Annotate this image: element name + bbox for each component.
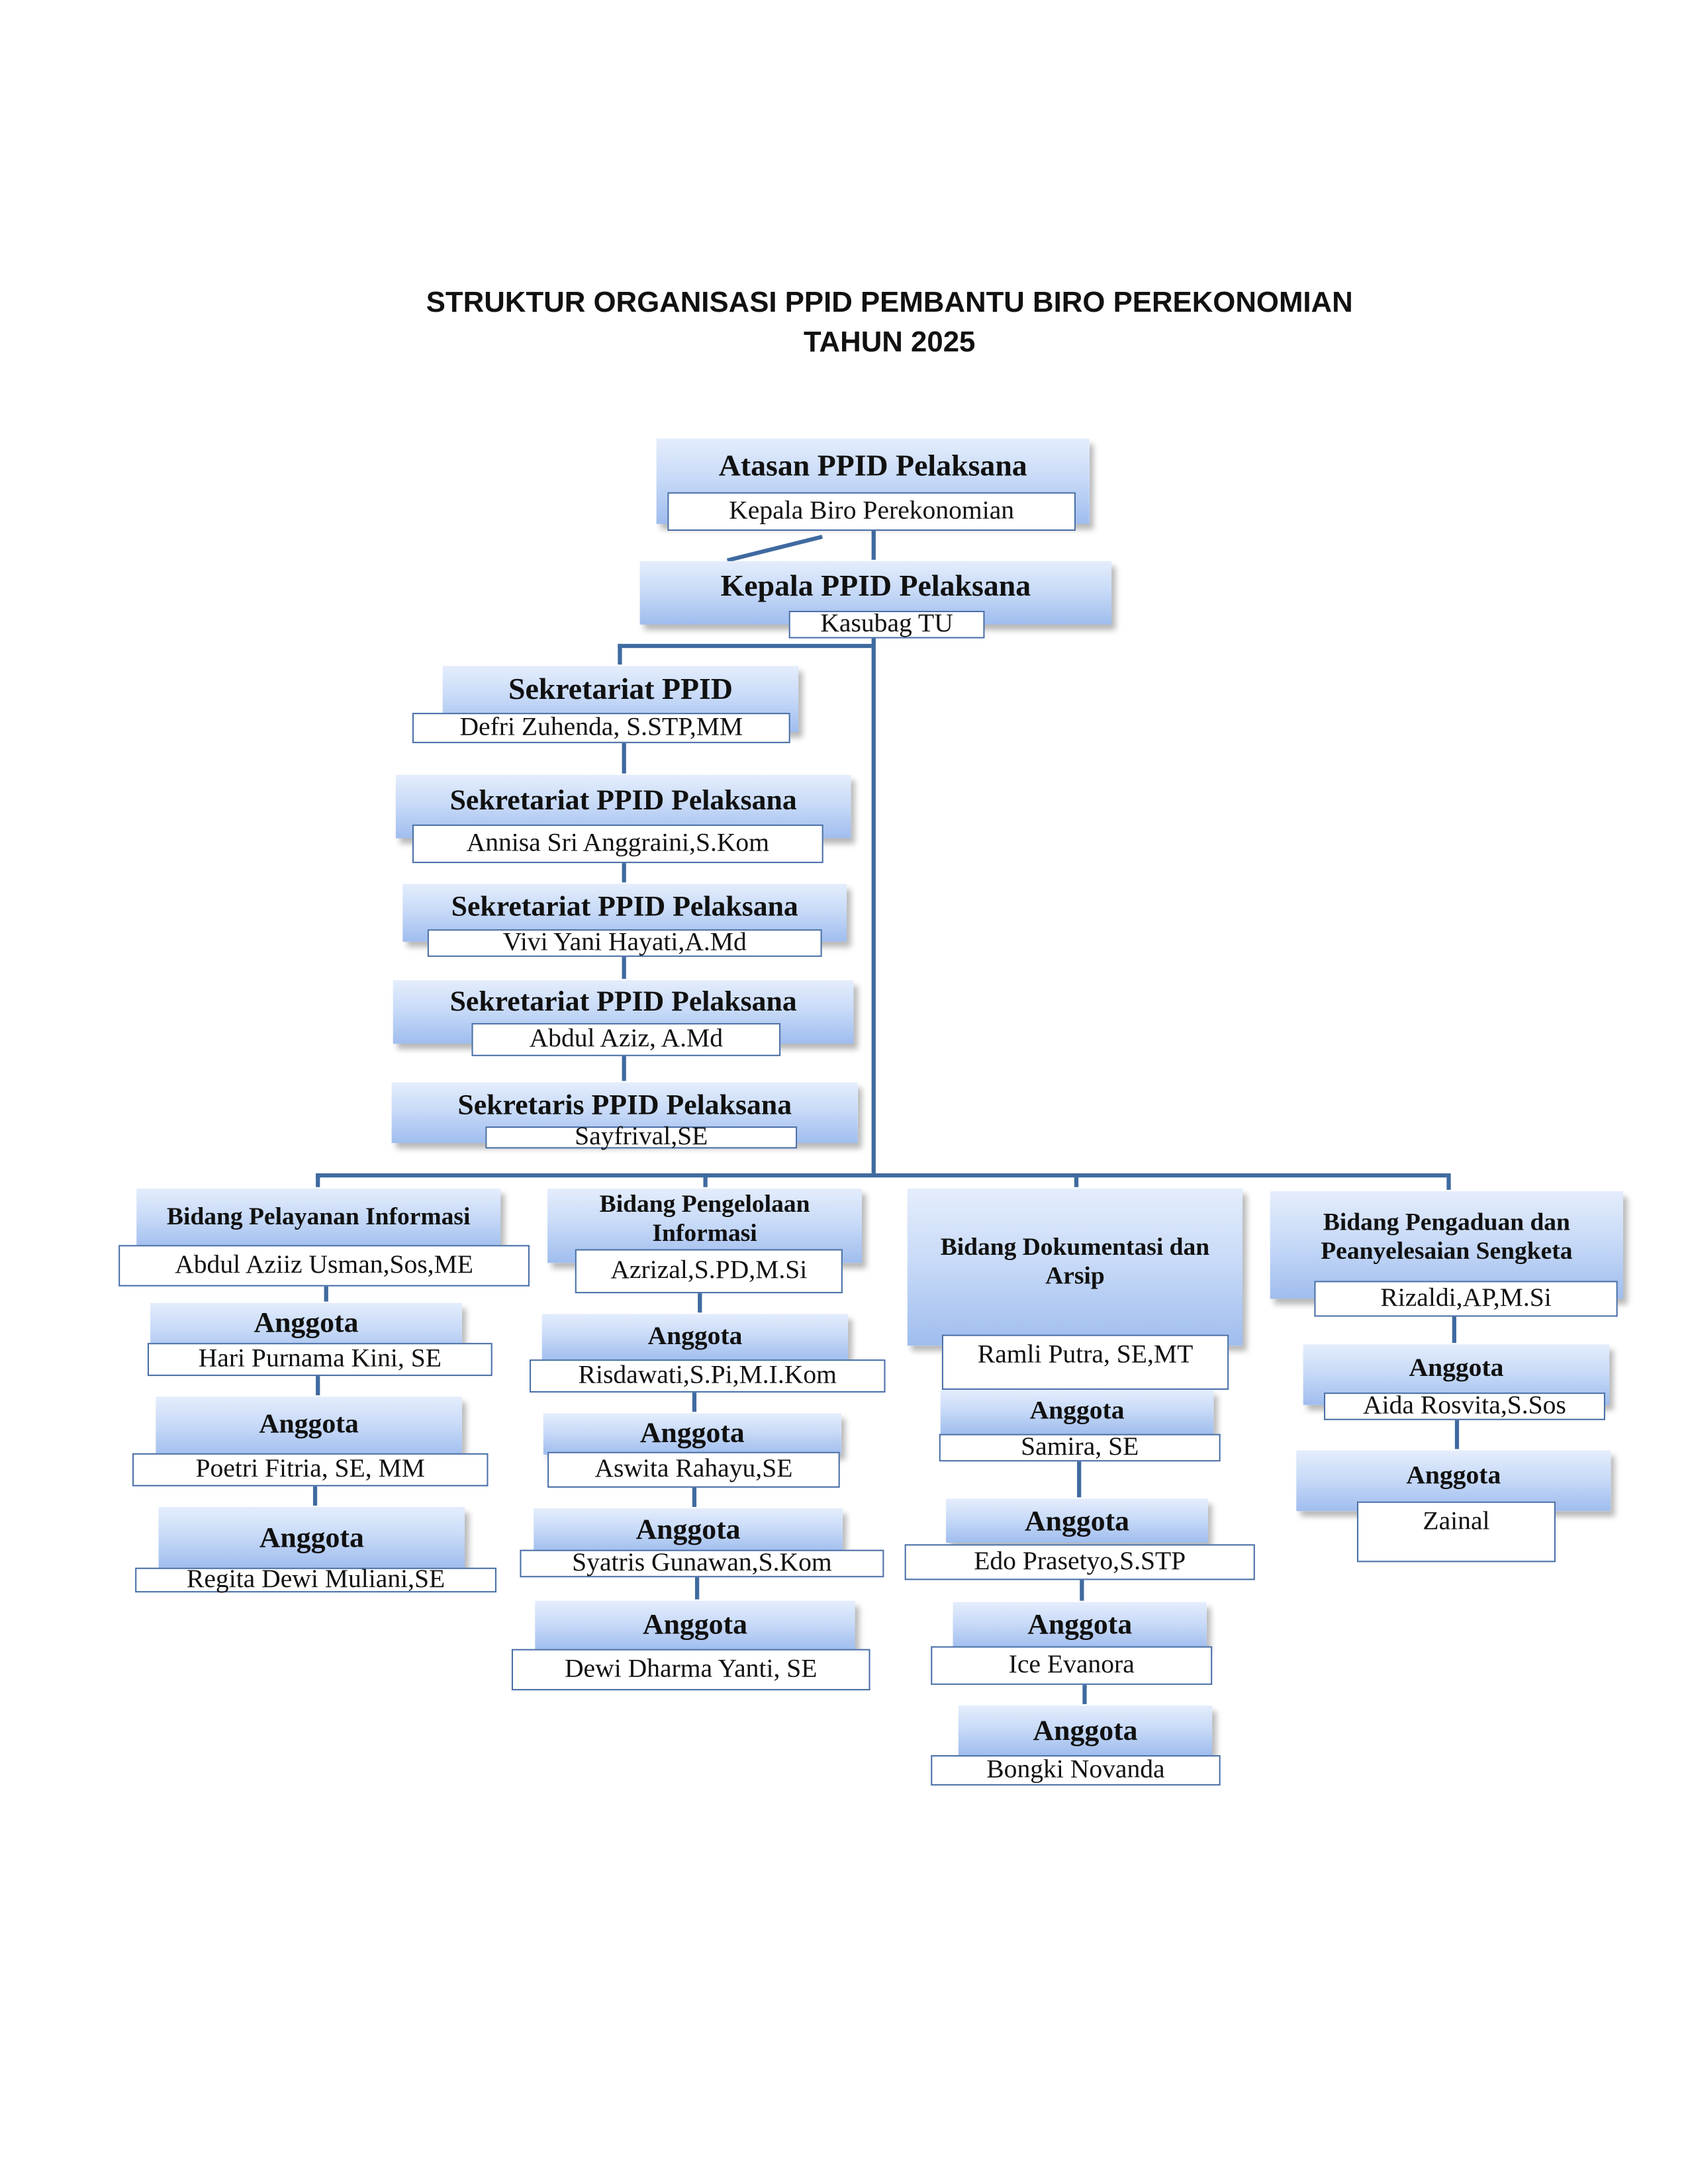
node-role: Anggota — [639, 1416, 745, 1449]
node-role: Sekretariat PPID Pelaksana — [449, 985, 797, 1019]
connector-line — [1454, 1418, 1460, 1449]
connector-line — [316, 1173, 1447, 1178]
node-name-box: Poetri Fitria, SE, MM — [132, 1453, 489, 1486]
node-role: Bidang Pelayanan Informasi — [167, 1202, 471, 1230]
node-name-box: Ramli Putra, SE,MT — [941, 1334, 1229, 1390]
connector-line — [622, 1054, 626, 1081]
node-header-anggota: Anggota — [1296, 1450, 1611, 1512]
node-name-box: Abdul Aziiz Usman,Sos,ME — [118, 1245, 530, 1287]
node-header-anggota: Anggota — [535, 1600, 855, 1651]
node-role: Sekretariat PPID Pelaksana — [449, 783, 797, 817]
node-name-box: Regita Dewi Muliani,SE — [135, 1565, 496, 1593]
node-role: Sekretariat PPID — [508, 672, 733, 707]
node-header-anggota: Anggota — [953, 1602, 1207, 1649]
connector-line — [698, 1292, 702, 1313]
node-header-bidang-dokumentasi-dan-arsip: Bidang Dokumentasi dan Arsip — [907, 1188, 1243, 1346]
node-name-box: Dewi Dharma Yanti, SE — [511, 1649, 870, 1691]
node-header-anggota: Anggota — [940, 1389, 1214, 1434]
connector-line — [1452, 1315, 1456, 1343]
node-role: Anggota — [642, 1608, 747, 1642]
connector-line — [703, 1173, 708, 1187]
node-header-anggota: Anggota — [541, 1314, 849, 1361]
node-role: Atasan PPID Pelaksana — [718, 447, 1027, 482]
node-name-box: Vivi Yani Hayati,A.Md — [427, 927, 822, 957]
node-name-box: Azrizal,S.PD,M.Si — [575, 1249, 843, 1294]
connector-line — [316, 1375, 320, 1396]
connector-line — [692, 1486, 697, 1508]
connector-line — [692, 1391, 697, 1412]
node-role: Sekretaris PPID Pelaksana — [457, 1087, 792, 1121]
node-name-box: Sayfrival,SE — [485, 1122, 798, 1151]
node-name-box: Risdawati,S.Pi,M.I.Kom — [529, 1359, 886, 1393]
node-role: Bidang Pengelolaan Informasi — [599, 1190, 810, 1247]
connector-line — [1082, 1683, 1087, 1704]
node-role: Anggota — [1033, 1713, 1138, 1747]
node-name-box: Bongki Novanda — [931, 1754, 1221, 1786]
node-name-box: Edo Prasetyo,S.STP — [904, 1544, 1255, 1580]
chart-title-line2: TAHUN 2025 — [804, 326, 976, 359]
connector-line-diagonal — [726, 534, 823, 563]
node-header-bidang-pengaduan-dan-peanyelesaian-sengketa: Bidang Pengaduan dan Peanyelesaian Sengk… — [1270, 1191, 1624, 1299]
node-role: Bidang Dokumentasi dan Arsip — [940, 1233, 1210, 1289]
connector-line — [316, 1173, 320, 1187]
node-name-box: Aida Rosvita,S.Sos — [1323, 1390, 1605, 1420]
node-name-box: Kasubag TU — [788, 609, 985, 639]
node-name-box: Kepala Biro Perekonomian — [667, 492, 1076, 531]
node-role: Anggota — [635, 1512, 741, 1546]
node-name-box: Annisa Sri Anggraini,S.Kom — [412, 824, 823, 864]
node-name-box: Hari Purnama Kini, SE — [147, 1343, 492, 1377]
connector-line — [622, 955, 626, 979]
connector-line — [871, 529, 876, 560]
node-name-box: Defri Zuhenda, S.STP,MM — [412, 712, 790, 743]
chart-title-line1: STRUKTUR ORGANISASI PPID PEMBANTU BIRO P… — [426, 287, 1353, 319]
node-name-box: Abdul Aziz, A.Md — [471, 1023, 781, 1056]
node-header-anggota: Anggota — [543, 1413, 841, 1455]
node-header-bidang-pelayanan-informasi: Bidang Pelayanan Informasi — [136, 1188, 501, 1250]
node-role: Sekretariat PPID Pelaksana — [451, 889, 798, 923]
node-name-box: Ice Evanora — [931, 1646, 1213, 1685]
node-role: Anggota — [254, 1306, 359, 1340]
node-name-box: Zainal — [1356, 1501, 1556, 1563]
node-name-box: Syatris Gunawan,S.Kom — [520, 1548, 884, 1578]
connector-line — [1077, 1460, 1082, 1498]
node-role: Anggota — [1406, 1461, 1501, 1490]
node-header-anggota: Anggota — [158, 1507, 465, 1568]
connector-line — [618, 643, 872, 649]
node-role: Anggota — [1025, 1504, 1130, 1538]
node-role: Anggota — [259, 1520, 364, 1554]
node-header-anggota: Anggota — [534, 1508, 843, 1553]
node-role: Anggota — [1027, 1607, 1133, 1641]
connector-line — [618, 643, 622, 665]
connector-line — [694, 1576, 700, 1600]
node-role: Anggota — [259, 1409, 359, 1439]
node-header-anggota: Anggota — [958, 1706, 1213, 1756]
connector-line — [1446, 1173, 1451, 1190]
node-header-anggota: Anggota — [946, 1498, 1208, 1543]
node-header-anggota: Anggota — [156, 1396, 462, 1458]
connector-line — [871, 623, 876, 1173]
connector-line — [1074, 1173, 1079, 1187]
node-role: Anggota — [647, 1322, 743, 1351]
connector-line — [622, 741, 626, 774]
node-role: Anggota — [1409, 1353, 1504, 1383]
connector-line — [312, 1484, 318, 1506]
node-role: Bidang Pengaduan dan Peanyelesaian Sengk… — [1321, 1207, 1573, 1264]
node-name-box: Rizaldi,AP,M.Si — [1314, 1281, 1618, 1317]
node-name-box: Aswita Rahayu,SE — [547, 1451, 840, 1488]
node-role: Kepala PPID Pelaksana — [720, 569, 1031, 604]
connector-line — [622, 862, 626, 883]
connector-line — [324, 1285, 328, 1302]
node-name-box: Samira, SE — [939, 1432, 1221, 1462]
node-role: Anggota — [1029, 1396, 1125, 1426]
connector-line — [1080, 1578, 1084, 1601]
